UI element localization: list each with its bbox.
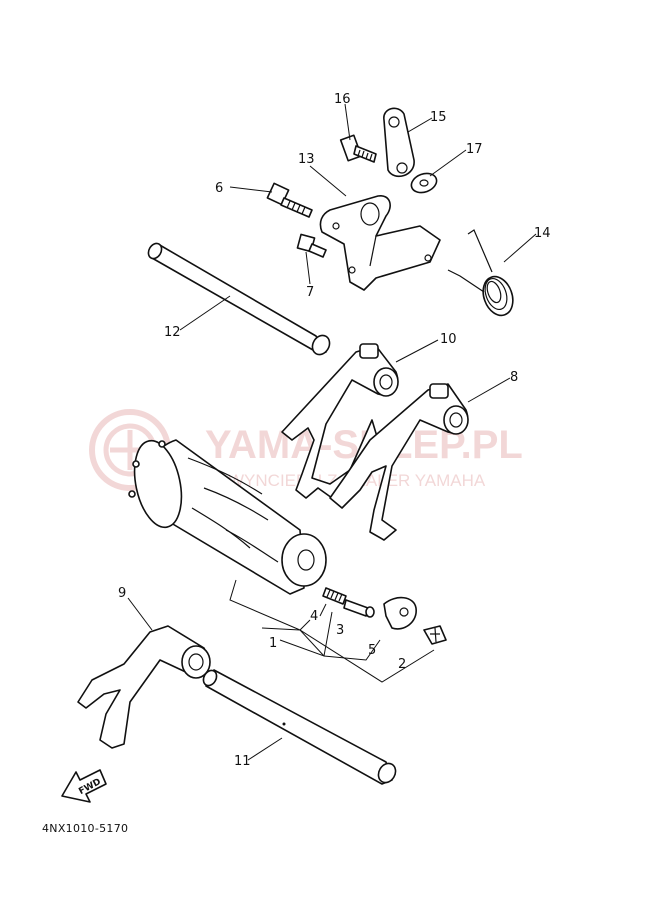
callout-5: 5 <box>368 643 376 658</box>
callout-8: 8 <box>510 370 518 385</box>
callout-3: 3 <box>336 623 344 638</box>
part-6-bolt <box>266 182 313 218</box>
part-11-shaft <box>202 669 397 785</box>
callout-1: 1 <box>269 636 277 651</box>
part-14-spring <box>447 229 514 317</box>
part-16-bolt <box>339 134 377 163</box>
part-13-bracket <box>319 195 441 291</box>
part-12-shaft <box>147 242 331 356</box>
part-5-plate <box>383 596 417 630</box>
callout-14: 14 <box>534 226 551 241</box>
part-1-shift-drum <box>128 439 327 595</box>
callout-10: 10 <box>440 332 457 347</box>
callout-16: 16 <box>334 92 351 107</box>
part-9-shift-fork <box>77 625 211 749</box>
callout-7: 7 <box>306 285 314 300</box>
part-15-plate <box>383 107 415 178</box>
callout-4: 4 <box>310 609 318 624</box>
part-2-screw <box>423 625 447 645</box>
part-7-bolt <box>296 233 327 258</box>
callouts: 1 2 3 4 5 6 7 8 9 10 11 12 13 14 15 16 1… <box>118 92 551 769</box>
callout-15: 15 <box>430 110 447 125</box>
part-3-pin <box>343 599 375 618</box>
fwd-arrow-icon: FWD <box>61 769 107 803</box>
callout-6: 6 <box>215 181 223 196</box>
part-8-shift-fork <box>329 383 469 541</box>
leader-lines <box>127 103 537 761</box>
part-10-shift-fork <box>281 343 399 499</box>
part-17-washer <box>410 172 438 194</box>
callout-13: 13 <box>298 152 315 167</box>
diagram-code: 4NX1010-5170 <box>42 822 128 835</box>
callout-17: 17 <box>466 142 483 157</box>
part-4-spring <box>322 587 347 605</box>
callout-11: 11 <box>234 754 251 769</box>
callout-12: 12 <box>164 325 181 340</box>
callout-9: 9 <box>118 586 126 601</box>
callout-2: 2 <box>398 657 406 672</box>
